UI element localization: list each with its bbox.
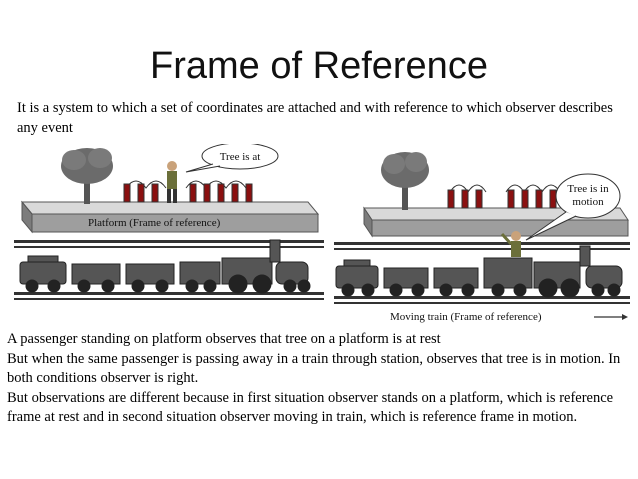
paragraph: A passenger standing on platform observe… [7,331,441,347]
platform-frame-illustration: Tree is at Platform (Frame of reference) [14,144,324,300]
platform-label: Platform (Frame of reference) [88,217,221,229]
platform-lamps [447,184,561,209]
speech-bubble: Tree is at [185,144,279,173]
motion-arrow-icon [594,314,628,320]
railway-track [14,240,324,300]
speech-bubble: Tree is in motion [525,173,621,241]
train-label: Moving train (Frame of reference) [390,311,542,323]
tree-icon [61,148,113,204]
railway-track [334,242,630,304]
bubble-text: Tree is at [220,151,261,163]
observer-figure [167,161,177,203]
train-icon [335,245,623,298]
explanation-text: A passenger standing on platform observe… [7,330,633,428]
platform-lamps [123,180,253,203]
bubble-text-line2: motion [572,196,604,208]
tree-icon [381,152,429,210]
train-icon [19,239,311,294]
paragraph: But observations are different because i… [7,389,614,426]
paragraph: But when the same passenger is passing a… [7,350,621,387]
bubble-text-line1: Tree is in [567,183,609,195]
moving-train-frame-illustration: Tree is in motion Moving train (Frame of… [334,152,630,323]
definition-text: It is a system to which a set of coordin… [17,100,613,136]
observer-figure [500,231,521,257]
slide-title: Frame of Reference [150,45,488,87]
